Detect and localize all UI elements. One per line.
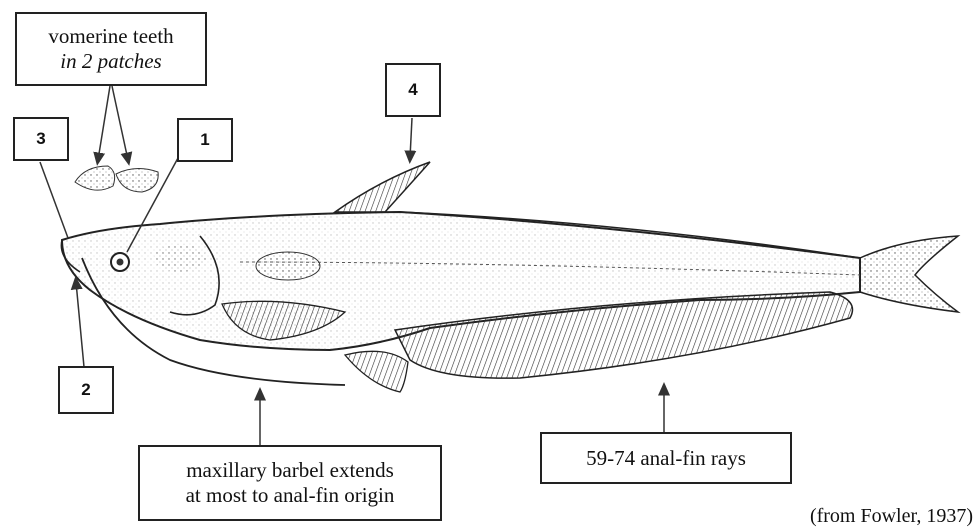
vomerine-patch-left xyxy=(75,166,115,190)
vomerine-line-1: vomerine teeth xyxy=(48,24,173,49)
callout-1: 1 xyxy=(177,118,233,162)
callout-4-text: 4 xyxy=(408,80,417,100)
caudal-fin xyxy=(860,236,958,312)
barbel-label: maxillary barbel extends at most to anal… xyxy=(138,445,442,521)
pelvic-fin xyxy=(345,351,408,392)
callout-2: 2 xyxy=(58,366,114,414)
callout-1-text: 1 xyxy=(200,130,209,150)
callout-3: 3 xyxy=(13,117,69,161)
figure-credit: (from Fowler, 1937) xyxy=(810,505,973,528)
anal-fin-rays-text: 59-74 anal-fin rays xyxy=(586,446,746,471)
callout-2-text: 2 xyxy=(81,380,90,400)
arrow-vomerine-left xyxy=(98,86,110,160)
vomerine-patch-right xyxy=(116,168,158,192)
arrow-vomerine-right xyxy=(112,86,128,160)
barbel-text: maxillary barbel extends at most to anal… xyxy=(186,458,395,508)
arrow-3 xyxy=(40,162,68,238)
anal-fin-rays-label: 59-74 anal-fin rays xyxy=(540,432,792,484)
dorsal-fin xyxy=(335,162,430,212)
vomerine-line-2: in 2 patches xyxy=(60,49,161,74)
vomerine-teeth-label: vomerine teeth in 2 patches xyxy=(15,12,207,86)
arrow-2 xyxy=(76,282,84,367)
arrow-4 xyxy=(410,118,412,158)
callout-3-text: 3 xyxy=(36,129,45,149)
shoulder-spot xyxy=(256,252,320,280)
callout-4: 4 xyxy=(385,63,441,117)
